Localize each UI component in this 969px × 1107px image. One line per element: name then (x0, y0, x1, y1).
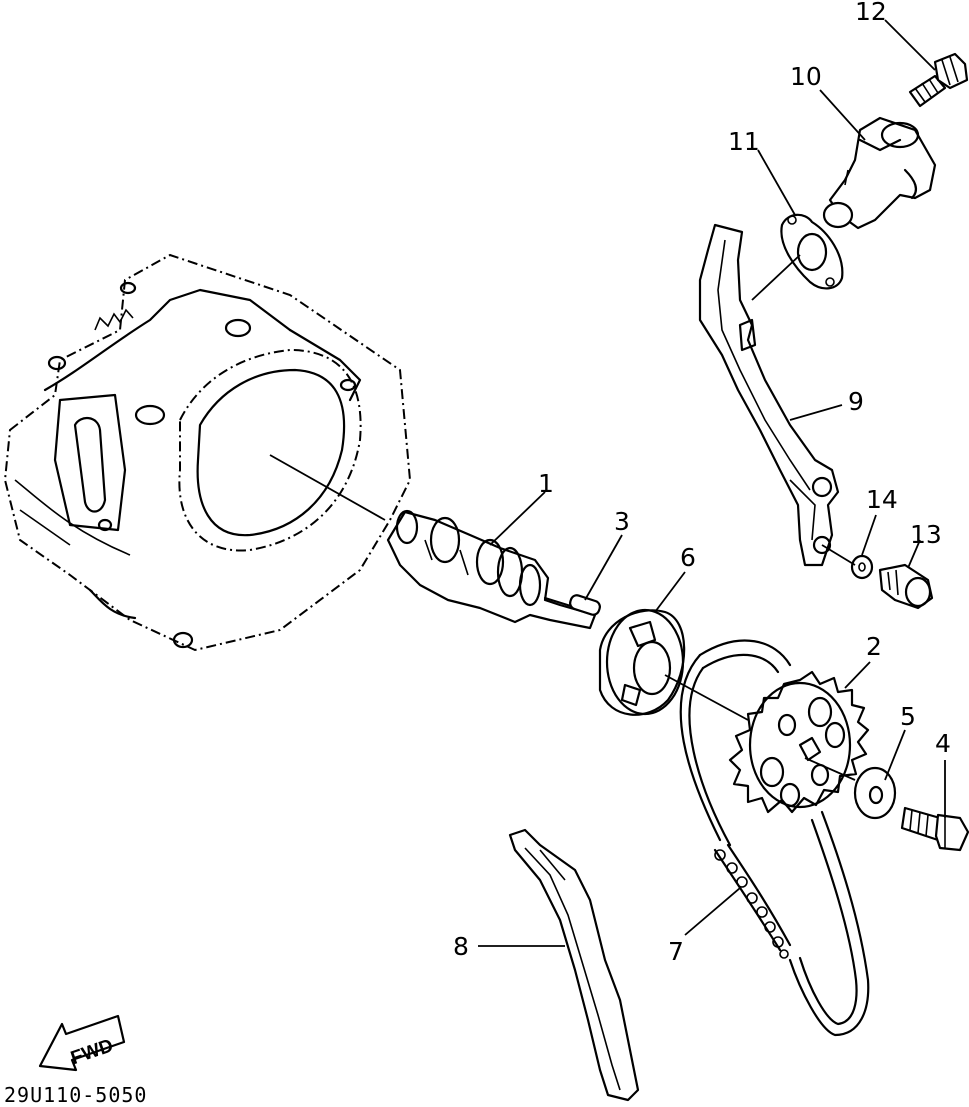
callout-4: 4 (935, 729, 951, 758)
callout-7: 7 (668, 937, 684, 966)
callout-8: 8 (453, 932, 469, 961)
cam-chain-loop (679, 639, 870, 1037)
callout-3: 3 (614, 507, 630, 536)
callout-14: 14 (866, 485, 898, 514)
fwd-arrow: FWD (38, 1014, 126, 1072)
callout-10: 10 (790, 62, 822, 91)
cam-chain-tensioner (822, 116, 937, 230)
tensioner-guide (698, 223, 840, 567)
diagram-code: 29U110-5050 (4, 1083, 147, 1107)
cylinder-head (3, 253, 412, 652)
guide-bolt (878, 563, 934, 610)
callout-1: 1 (538, 469, 554, 498)
cam-plate (598, 608, 686, 716)
callout-12: 12 (855, 0, 887, 26)
tensioner-bolt (908, 52, 969, 108)
sprocket-bolt (900, 806, 969, 852)
tensioner-gasket (780, 213, 844, 290)
leader-lines (269, 19, 946, 947)
cam-sprocket (728, 670, 870, 814)
callout-2: 2 (866, 632, 882, 661)
guide-washer (850, 554, 874, 580)
dowel-pin (569, 594, 601, 616)
callout-5: 5 (900, 702, 916, 731)
chain-guide (508, 828, 640, 1102)
camshaft (386, 509, 597, 630)
callout-11: 11 (728, 127, 760, 156)
callout-9: 9 (848, 387, 864, 416)
callout-6: 6 (680, 543, 696, 572)
callout-13: 13 (910, 520, 942, 549)
cam-chain (713, 843, 792, 959)
washer (853, 766, 897, 820)
